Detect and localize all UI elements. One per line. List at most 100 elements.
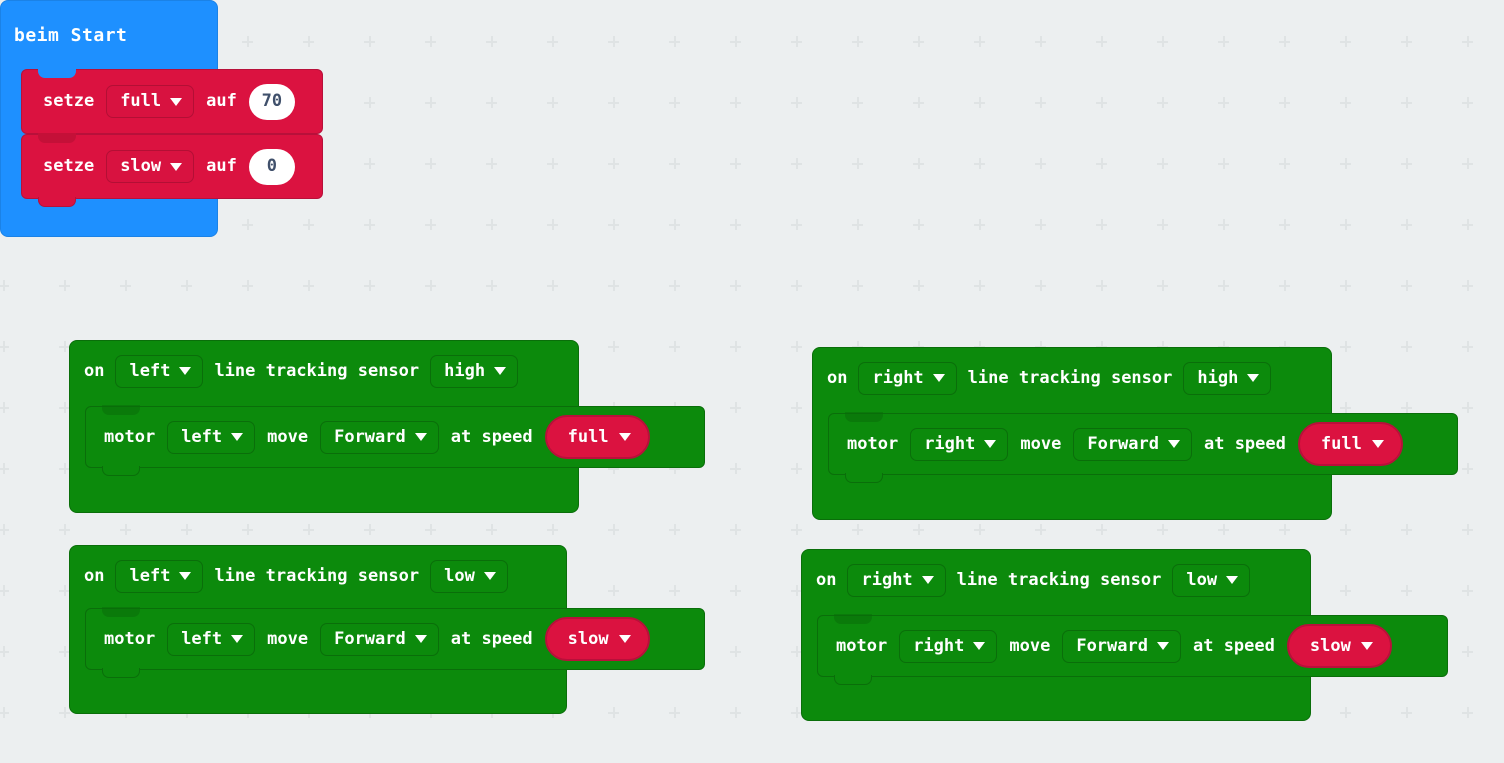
grid-cross: [608, 524, 619, 535]
sensor-side-value-3: left: [129, 565, 171, 586]
grid-cross: [1218, 219, 1229, 230]
grid-cross: [1035, 97, 1046, 108]
direction-dropdown-3[interactable]: Forward: [320, 622, 439, 656]
motor-side-value-1: left: [181, 426, 223, 447]
chevron-down-icon: [1156, 642, 1169, 650]
grid-cross: [1096, 97, 1107, 108]
speed-variable-pill-3[interactable]: slow: [544, 617, 650, 661]
grid-cross: [730, 280, 741, 291]
grid-cross: [913, 280, 924, 291]
set-variable-block-slow[interactable]: setze slow auf 0: [21, 133, 323, 207]
grid-cross: [913, 524, 924, 535]
direction-value-4: Forward: [1076, 635, 1148, 656]
sensor-state-dropdown-3[interactable]: low: [430, 559, 508, 593]
sensor-side-dropdown-1[interactable]: left: [115, 354, 204, 388]
on-start-block-stack[interactable]: beim Start setze full auf 70 setze slow …: [0, 0, 323, 237]
grid-cross: [547, 36, 558, 47]
motor-block-left-slow[interactable]: motor left move Forward at speed slow: [85, 607, 705, 678]
motor-side-value-4: right: [913, 635, 965, 656]
grid-cross: [425, 524, 436, 535]
number-input-full[interactable]: 70: [248, 83, 295, 120]
grid-cross: [486, 524, 497, 535]
grid-cross: [242, 524, 253, 535]
on-label-2: on: [827, 367, 848, 388]
grid-cross: [974, 36, 985, 47]
grid-cross: [608, 97, 619, 108]
motor-label-1: motor: [104, 426, 156, 447]
grid-cross: [364, 97, 375, 108]
sensor-state-value-2: high: [1197, 367, 1239, 388]
chevron-down-icon: [414, 433, 427, 441]
variable-dropdown-full-value: full: [120, 91, 162, 111]
grid-cross: [974, 524, 985, 535]
grid-cross: [547, 158, 558, 169]
chevron-down-icon: [1167, 440, 1180, 448]
grid-cross: [181, 524, 192, 535]
grid-cross: [1401, 158, 1412, 169]
on-label-4: on: [816, 569, 837, 590]
chevron-down-icon: [618, 433, 631, 441]
grid-cross: [608, 219, 619, 230]
grid-cross: [242, 36, 253, 47]
block-tab: [102, 668, 140, 678]
chevron-down-icon: [170, 97, 183, 106]
grid-cross: [1401, 585, 1412, 596]
motor-side-dropdown-1[interactable]: left: [167, 420, 256, 454]
grid-cross: [791, 402, 802, 413]
grid-cross: [974, 158, 985, 169]
grid-cross: [1218, 97, 1229, 108]
grid-cross: [1462, 524, 1473, 535]
motor-side-dropdown-4[interactable]: right: [899, 629, 998, 663]
speed-variable-pill-1[interactable]: full: [544, 415, 650, 459]
grid-cross: [303, 524, 314, 535]
motor-side-dropdown-2[interactable]: right: [910, 427, 1009, 461]
grid-cross: [1218, 280, 1229, 291]
variable-dropdown-full[interactable]: full: [106, 85, 195, 118]
sensor-side-dropdown-2[interactable]: right: [858, 361, 957, 395]
set-variable-block-full[interactable]: setze full auf 70: [21, 68, 323, 134]
speed-variable-value-4: slow: [1309, 635, 1351, 656]
grid-cross: [242, 219, 253, 230]
block-notch: [38, 68, 76, 78]
sensor-side-dropdown-3[interactable]: left: [115, 559, 204, 593]
grid-cross: [1035, 280, 1046, 291]
motor-side-dropdown-3[interactable]: left: [167, 622, 256, 656]
grid-cross: [59, 280, 70, 291]
grid-cross: [425, 97, 436, 108]
motor-block-left-full[interactable]: motor left move Forward at speed full: [85, 405, 705, 476]
grid-cross: [1157, 36, 1168, 47]
variable-dropdown-slow[interactable]: slow: [106, 150, 195, 183]
sensor-state-dropdown-4[interactable]: low: [1172, 563, 1251, 597]
grid-cross: [1218, 158, 1229, 169]
block-tab: [845, 473, 883, 483]
grid-cross: [303, 280, 314, 291]
grid-cross: [1279, 36, 1290, 47]
grid-cross: [608, 36, 619, 47]
grid-cross: [730, 341, 741, 352]
direction-dropdown-4[interactable]: Forward: [1062, 629, 1181, 663]
sensor-text-3: line tracking sensor: [214, 565, 420, 586]
grid-cross: [608, 585, 619, 596]
number-input-slow[interactable]: 0: [248, 148, 295, 185]
grid-cross: [730, 463, 741, 474]
sensor-side-dropdown-4[interactable]: right: [847, 563, 946, 597]
direction-dropdown-2[interactable]: Forward: [1073, 427, 1192, 461]
grid-cross: [791, 219, 802, 230]
auf-label-2: auf: [206, 156, 237, 176]
on-label-1: on: [84, 360, 105, 381]
block-notch: [102, 607, 140, 617]
chevron-down-icon: [1226, 576, 1239, 584]
sensor-state-dropdown-2[interactable]: high: [1183, 361, 1272, 395]
grid-cross: [852, 219, 863, 230]
grid-cross: [1462, 585, 1473, 596]
motor-block-right-slow[interactable]: motor right move Forward at speed slow: [817, 614, 1448, 685]
motor-block-right-full[interactable]: motor right move Forward at speed full: [828, 412, 1458, 483]
grid-cross: [364, 524, 375, 535]
speed-variable-pill-4[interactable]: slow: [1286, 624, 1392, 668]
sensor-state-dropdown-1[interactable]: high: [430, 354, 519, 388]
grid-cross: [1462, 341, 1473, 352]
direction-dropdown-1[interactable]: Forward: [320, 420, 439, 454]
speed-variable-pill-2[interactable]: full: [1297, 422, 1403, 466]
chevron-down-icon: [414, 635, 427, 643]
